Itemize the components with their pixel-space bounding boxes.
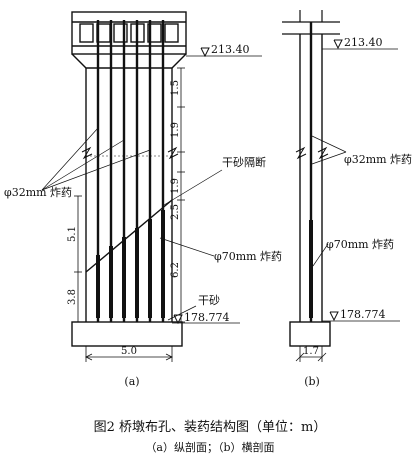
bottom-dim-b-text: 1.7	[303, 346, 319, 357]
leaders-charge-small-a	[41, 127, 151, 191]
elevation-bottom-a: 178.774	[172, 311, 240, 325]
panel-b: 213.40 178.774 φ32mm 炸药 φ70mm 炸药 1.7 (b)	[282, 10, 412, 388]
panel-b-label: (b)	[304, 375, 320, 388]
annot-charge-large-b: φ70mm 炸药	[326, 238, 394, 251]
elevation-top-a: 213.40	[186, 43, 262, 58]
leaders-charge-small-b	[311, 135, 347, 165]
elevation-top-b: 213.40	[322, 36, 398, 50]
bottom-dimension-a	[85, 346, 173, 362]
panel-a: 213.40 178.774 1.5 1.9 1.9 2.5 6.2	[4, 11, 282, 388]
right-dim-a-3: 1.9	[170, 178, 181, 194]
elevation-top-b-text: 213.40	[344, 36, 383, 49]
sand-separation-line-a	[85, 199, 173, 273]
left-dim-a-1: 5.1	[67, 226, 78, 242]
elevation-top-a-text: 213.40	[211, 43, 250, 56]
annot-charge-large-a: φ70mm 炸药	[214, 250, 282, 263]
annot-charge-small-a: φ32mm 炸药	[4, 186, 72, 199]
right-dim-a-5: 6.2	[170, 262, 181, 278]
left-dimension-labels-a: 5.1 3.8	[67, 226, 78, 305]
bottom-dim-a-text: 5.0	[121, 346, 137, 357]
right-dim-a-1: 1.5	[170, 80, 181, 96]
elevation-bottom-a-text: 178.774	[184, 311, 230, 324]
bottom-dimension-b	[295, 346, 327, 362]
annot-sand-a: 干砂	[198, 294, 220, 307]
right-dimension-labels-a: 1.5 1.9 1.9 2.5 6.2	[170, 80, 181, 278]
annot-charge-small-b: φ32mm 炸药	[344, 153, 412, 166]
figure-subcaption: （a）纵剖面；（b）横剖面	[145, 440, 274, 454]
left-dimension-chain-a	[74, 195, 82, 323]
annot-sand-sep-a: 干砂隔断	[222, 155, 266, 169]
pier-cap-a	[71, 11, 187, 69]
figure-caption: 图2 桥墩布孔、装药结构图（单位：m）	[94, 420, 327, 435]
panel-a-label: (a)	[124, 375, 139, 388]
right-dim-a-2: 1.9	[170, 122, 181, 138]
right-dim-a-4: 2.5	[170, 204, 181, 220]
boreholes-a	[96, 20, 165, 322]
elevation-bottom-b: 178.774	[322, 308, 400, 322]
elevation-bottom-b-text: 178.774	[340, 308, 386, 321]
left-dim-a-2: 3.8	[67, 289, 78, 305]
pier-body-a	[71, 68, 183, 347]
